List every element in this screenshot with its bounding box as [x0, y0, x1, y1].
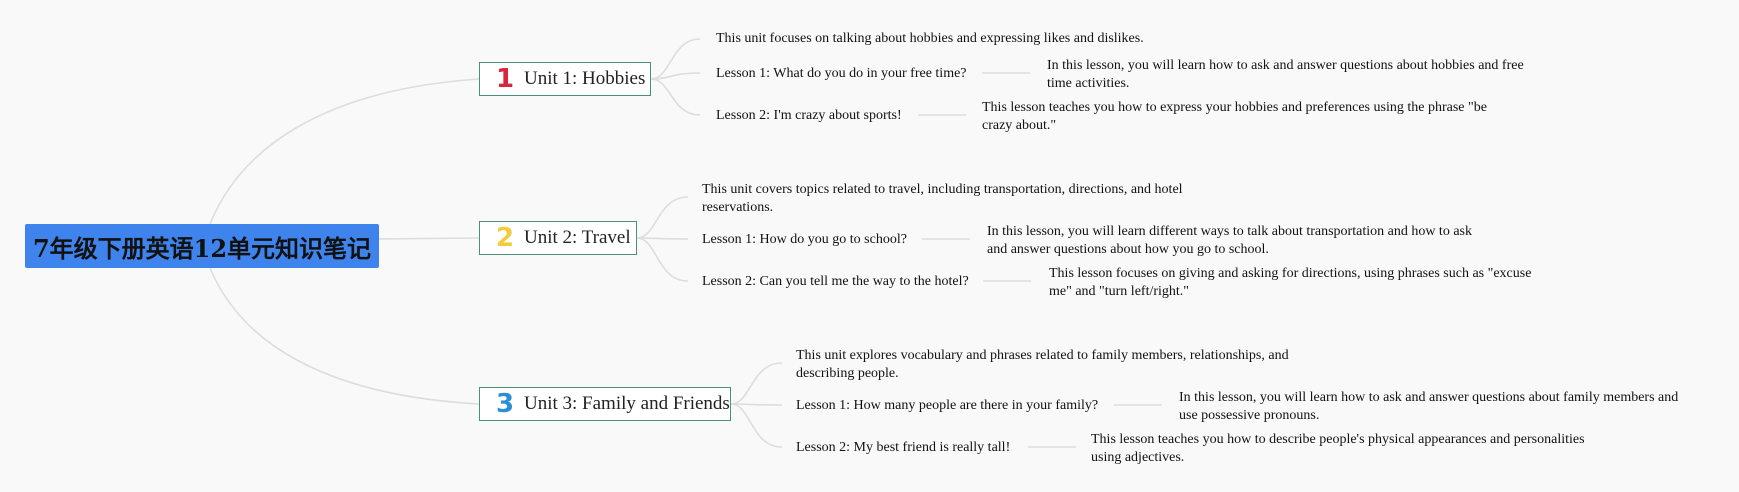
unit-1-lesson-1-description[interactable]: In this lesson, you will learn how to as…: [1047, 58, 1524, 91]
root-to-unit-3-connector: [209, 267, 480, 405]
unit-3-lesson-1-description[interactable]: In this lesson, you will learn how to as…: [1179, 390, 1679, 423]
unit-3-summary[interactable]: This unit explores vocabulary and phrase…: [796, 348, 1289, 381]
unit-2-branch-3-connector: [636, 237, 689, 282]
unit-1-branch-1-connector: [650, 38, 701, 80]
unit-2-node[interactable]: 2 Unit 2: Travel: [479, 221, 637, 255]
number-3-icon: 3: [495, 389, 515, 419]
unit-2-branch-2-connector: [636, 237, 689, 240]
number-2-icon: 2: [495, 223, 515, 253]
unit-1-lesson-1[interactable]: Lesson 1: What do you do in your free ti…: [716, 66, 967, 81]
unit-2-lesson-1-description[interactable]: In this lesson, you will learn different…: [987, 224, 1472, 257]
unit-3-title: Unit 3: Family and Friends: [524, 393, 730, 414]
unit-2-lesson-2[interactable]: Lesson 2: Can you tell me the way to the…: [702, 274, 969, 289]
unit-3-lesson-2-description[interactable]: This lesson teaches you how to describe …: [1091, 432, 1585, 465]
root-topic[interactable]: 7年级下册英语12单元知识笔记: [25, 224, 379, 268]
number-1-icon: 1: [495, 64, 515, 94]
root-to-unit-1-connector: [209, 78, 480, 225]
unit-3-lesson-2[interactable]: Lesson 2: My best friend is really tall!: [796, 440, 1011, 455]
unit-1-branch-3-connector: [650, 78, 701, 116]
unit-3-branch-3-connector: [730, 403, 783, 448]
unit-1-summary[interactable]: This unit focuses on talking about hobbi…: [716, 31, 1144, 46]
unit-3-node[interactable]: 3 Unit 3: Family and Friends: [479, 387, 731, 421]
unit-2-title: Unit 2: Travel: [524, 227, 631, 248]
unit-2-summary[interactable]: This unit covers topics related to trave…: [702, 182, 1183, 215]
unit-2-branch-1-connector: [636, 196, 689, 239]
unit-2-lesson-2-description[interactable]: This lesson focuses on giving and asking…: [1049, 266, 1532, 299]
unit-1-title: Unit 1: Hobbies: [524, 68, 646, 89]
unit-1-node[interactable]: 1 Unit 1: Hobbies: [479, 62, 651, 96]
unit-1-lesson-2[interactable]: Lesson 2: I'm crazy about sports!: [716, 108, 902, 123]
unit-3-branch-2-connector: [730, 403, 783, 406]
root-to-unit-2-connector: [378, 237, 480, 240]
unit-2-lesson-1[interactable]: Lesson 1: How do you go to school?: [702, 232, 907, 247]
unit-3-branch-1-connector: [730, 362, 783, 405]
unit-1-branch-2-connector: [650, 72, 701, 80]
unit-1-lesson-2-description[interactable]: This lesson teaches you how to express y…: [982, 100, 1487, 133]
unit-3-lesson-1[interactable]: Lesson 1: How many people are there in y…: [796, 398, 1099, 413]
